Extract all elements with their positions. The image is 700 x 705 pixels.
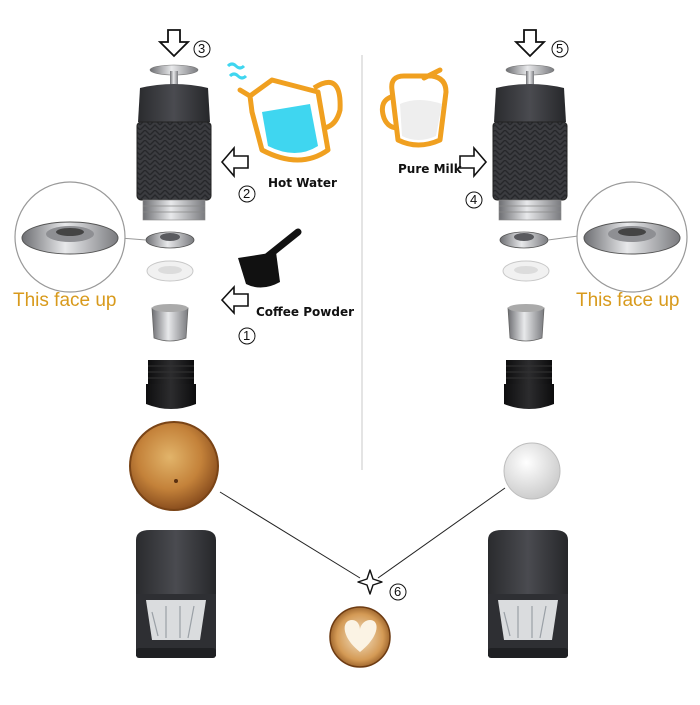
coffee-powder-label: Coffee Powder: [256, 305, 354, 319]
pure-milk-label: Pure Milk: [398, 162, 462, 176]
press-arrow-icon: [157, 29, 191, 58]
espresso-machine-base-left: [136, 530, 216, 658]
step-6-label: 6: [394, 584, 402, 599]
step-1-circle: [238, 327, 256, 345]
espresso-maker-body-left: [136, 64, 212, 221]
water-arrow-icon: [220, 145, 249, 179]
step-5-label: 5: [556, 41, 564, 56]
step-4-circle: [465, 191, 483, 209]
milk-foam: [503, 442, 561, 500]
filter-disc-left: [145, 231, 195, 249]
zoom-filter-right: [547, 181, 688, 293]
step-4-label: 4: [470, 192, 478, 207]
press-arrow-icon-right: [513, 29, 547, 58]
step-1-label: 1: [243, 328, 251, 343]
espresso-machine-base-right: [488, 530, 568, 658]
connector-left: [219, 491, 361, 579]
espresso-maker-body-right: [492, 64, 568, 221]
hot-water-kettle-icon: [226, 62, 343, 163]
coffee-basket-right: [507, 304, 545, 342]
step-3-circle: [193, 40, 211, 58]
espresso-crema: [129, 421, 219, 511]
powder-arrow-icon: [220, 284, 249, 316]
black-chamber-right: [504, 360, 554, 409]
coffee-scoop-icon: [238, 228, 302, 288]
step-5-circle: [551, 40, 569, 58]
face-up-label-right: This face up: [576, 290, 680, 311]
face-up-label-left: This face up: [13, 290, 117, 311]
milk-cup-icon: [379, 67, 449, 148]
combine-star-icon: [357, 569, 383, 595]
step-2-label: 2: [243, 186, 251, 201]
latte-art-cup: [329, 606, 391, 668]
black-chamber-left: [146, 360, 196, 409]
step-3-label: 3: [198, 41, 206, 56]
step-6-circle: [389, 583, 407, 601]
milk-arrow-icon: [459, 145, 488, 179]
filter-disc-right: [499, 231, 549, 249]
step-2-circle: [238, 185, 256, 203]
connector-right: [377, 487, 506, 579]
coffee-basket-left: [151, 304, 189, 342]
hot-water-label: Hot Water: [268, 176, 337, 190]
zoom-filter-left: [14, 181, 147, 293]
